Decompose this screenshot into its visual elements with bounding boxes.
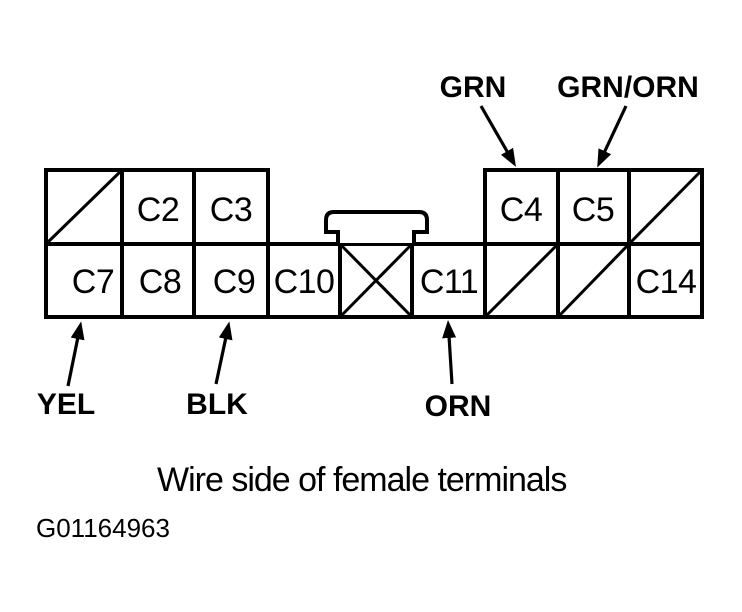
cell-label-c9: C9 [213, 263, 255, 301]
cell-c14: C14 [627, 242, 704, 319]
cell-c9: C9 [192, 242, 270, 319]
cell-label-c7: C7 [72, 263, 114, 301]
cell-label-c11: C11 [420, 263, 478, 301]
cell-unused-bottom-1 [483, 242, 560, 319]
cell-c11: C11 [410, 242, 487, 319]
diagram-caption: Wire side of female terminals [157, 461, 566, 499]
cell-label-c8: C8 [139, 263, 181, 301]
grn-orn-arrow [597, 105, 628, 168]
blk-arrow [214, 321, 233, 385]
orn-wire-label: ORN [425, 390, 492, 423]
diagonal-slash-line [338, 242, 414, 319]
grn-wire-label: GRN [440, 71, 507, 104]
cell-unused-bottom-2 [556, 242, 631, 319]
cell-unused-keyway [338, 242, 414, 319]
cell-box [44, 242, 124, 319]
cell-box [192, 242, 270, 319]
orn-arrow [442, 320, 457, 385]
cell-unused-top-left [44, 168, 124, 246]
cell-box [410, 242, 487, 319]
cell-c10: C10 [266, 242, 342, 319]
cell-box [120, 242, 196, 319]
cell-c5: C5 [556, 168, 631, 246]
diagonal-slash-line [483, 242, 560, 319]
cell-label-c10: C10 [274, 263, 335, 301]
cell-label-c5: C5 [572, 191, 614, 229]
cell-c2: C2 [120, 168, 196, 246]
yel-wire-label: YEL [37, 388, 95, 421]
diagonal-slash-line [627, 168, 704, 246]
cell-c7: C7 [44, 242, 124, 319]
cell-box [627, 242, 704, 319]
blk-wire-label: BLK [186, 388, 248, 421]
grn-orn-wire-label: GRN/ORN [557, 71, 699, 104]
grn-arrow [479, 105, 516, 167]
figure-id: G01164963 [36, 513, 170, 543]
cell-c8: C8 [120, 242, 196, 319]
cell-c4: C4 [483, 168, 560, 246]
cell-label-c4: C4 [500, 191, 542, 229]
connector-key-tab [324, 210, 429, 243]
diagonal-slash-line [556, 242, 631, 319]
cell-unused-top-right [627, 168, 704, 246]
cell-c3: C3 [192, 168, 270, 246]
cell-label-c14: C14 [636, 263, 697, 301]
diagonal-slash-line [44, 168, 124, 246]
cell-label-c2: C2 [137, 191, 179, 229]
cell-label-c3: C3 [210, 191, 252, 229]
yel-arrow [66, 321, 85, 387]
